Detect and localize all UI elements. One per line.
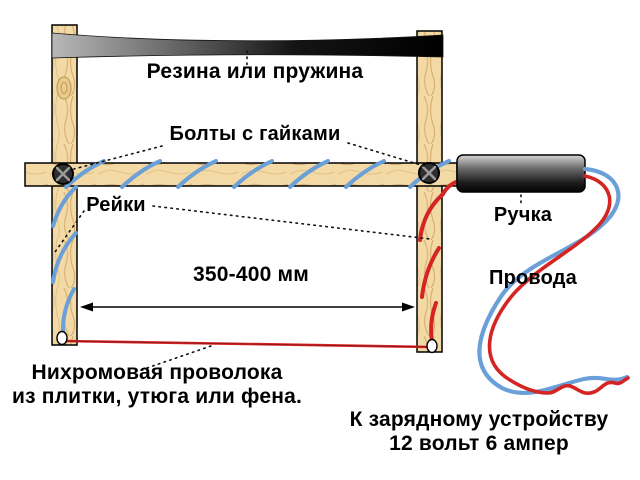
label-slats: Рейки — [86, 194, 146, 216]
label-rubber-or-spring: Резина или пружина — [146, 60, 364, 83]
label-charger-line1: К зарядному устройству — [349, 408, 609, 431]
label-wires: Провода — [488, 267, 578, 289]
label-nichrome-line1: Нихромовая проволока — [31, 361, 283, 384]
blue-wire-left-slat — [51, 185, 78, 336]
left-eyelet — [56, 330, 68, 346]
label-nichrome-line2: из плитки, утюга или фена. — [11, 385, 303, 408]
red-wire-right-slat — [418, 180, 458, 343]
leader-nichrome — [146, 345, 212, 369]
leader-lines — [54, 50, 522, 369]
right-bolt-icon — [418, 162, 440, 184]
right-slat — [416, 30, 443, 353]
blue-supply-wire — [477, 166, 630, 396]
label-charger-line2: 12 вольт 6 ампер — [389, 432, 569, 455]
leader-bolt-right — [347, 142, 425, 167]
supply-wires — [477, 166, 630, 396]
rubber-band — [51, 32, 444, 59]
left-bolt-icon — [52, 163, 74, 185]
nichrome-wire-core — [63, 340, 432, 348]
label-bolts-with-nuts: Болты с гайками — [169, 123, 341, 145]
leader-slat-left — [54, 210, 85, 253]
label-nichrome: Нихромовая проволока из плитки, утюга ил… — [12, 361, 302, 409]
right-eyelet — [426, 338, 438, 354]
label-charger: К зарядному устройству 12 вольт 6 ампер — [350, 408, 609, 456]
label-dimension: 350-400 мм — [193, 263, 309, 286]
leader-slat-right — [152, 205, 431, 240]
dimension-arrow — [80, 302, 415, 312]
handle — [456, 154, 586, 193]
label-handle: Ручка — [493, 204, 553, 226]
red-supply-wire — [487, 174, 630, 395]
